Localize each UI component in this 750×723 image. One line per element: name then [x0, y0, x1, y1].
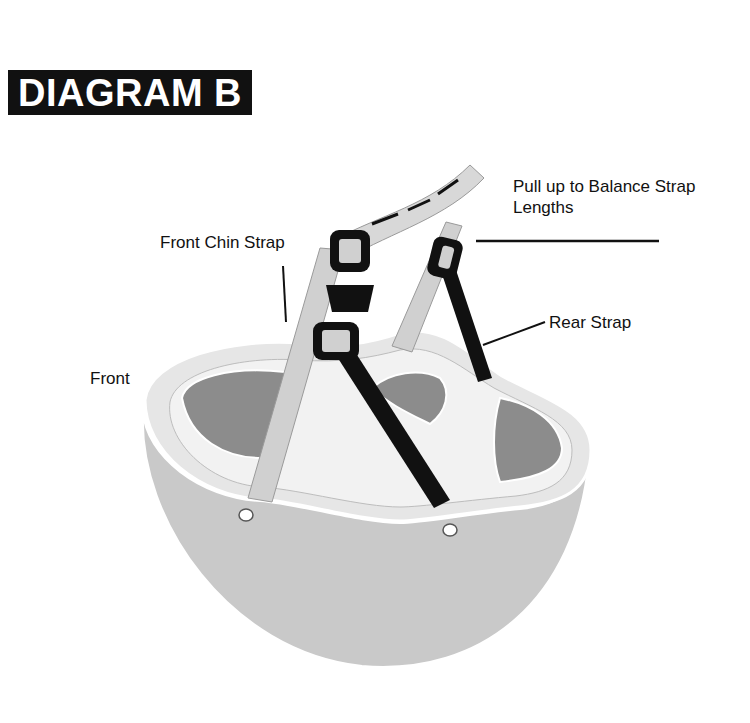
- part-label: Front: [90, 368, 130, 389]
- buckle-top: [330, 230, 370, 272]
- leader-line: [476, 240, 659, 243]
- rear-buckle: [426, 235, 465, 281]
- buckle-top-slot: [339, 239, 361, 263]
- vent: [494, 398, 562, 482]
- strap-stitching: [372, 180, 458, 224]
- buckle-clip: [326, 285, 374, 312]
- rear-buckle-slot: [438, 245, 455, 269]
- part-label: Rear Strap: [549, 312, 631, 333]
- helmet-rim: [145, 331, 591, 521]
- leader-line: [483, 322, 545, 345]
- buckle-bottom-slot: [322, 330, 350, 352]
- rivet: [239, 509, 253, 521]
- helmet-liner: [170, 349, 572, 507]
- leader-line: [283, 266, 286, 322]
- buckle-bottom: [313, 322, 359, 360]
- part-label: Front Chin Strap: [160, 232, 285, 253]
- diagram-title: DIAGRAM B: [8, 70, 252, 115]
- rivet: [443, 524, 457, 536]
- chin-strap-black: [334, 344, 450, 508]
- part-label: Pull up to Balance Strap Lengths: [513, 176, 735, 218]
